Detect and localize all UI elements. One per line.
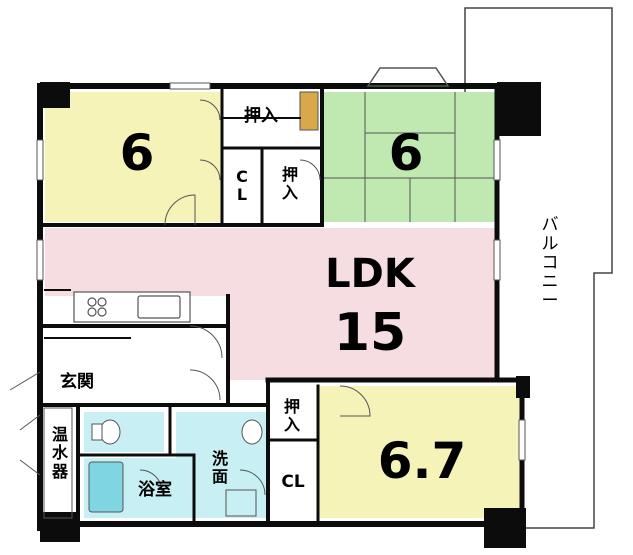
western-room-nw-size: 6 — [119, 124, 155, 182]
windows — [36, 82, 526, 461]
kitchen-counter — [73, 291, 191, 323]
western-room-se-size: 6.7 — [377, 432, 467, 490]
western-room-nw-fill — [45, 92, 221, 222]
ldk-name: LDK — [325, 251, 415, 297]
ldk-fill — [45, 228, 497, 296]
door-swings — [9, 99, 371, 496]
western-room-se-fill — [318, 386, 522, 518]
pillars — [40, 82, 541, 548]
fixtures — [43, 407, 263, 519]
balcony-label: バルコニー — [541, 215, 559, 312]
oshiire-mid: 押入 — [281, 165, 298, 203]
ldk-fill-lower — [228, 296, 497, 380]
bay-window — [366, 67, 450, 87]
tokonoma-shelf — [299, 91, 319, 131]
closet-top: CL — [236, 167, 248, 205]
closet-bottom: CL — [281, 472, 305, 492]
japanese-room-size: 6 — [388, 124, 424, 182]
onsuiki-label: 温水器 — [51, 425, 68, 481]
ldk-size: 15 — [333, 303, 407, 363]
senmen-label: 洗面 — [211, 449, 228, 487]
genkan-label: 玄関 — [60, 372, 94, 392]
oshiire-bottom: 押入 — [283, 397, 300, 435]
yokushitsu-label: 浴室 — [138, 480, 172, 500]
tatami-grid — [322, 92, 497, 222]
bathtub — [88, 461, 124, 513]
oshiire-top: 押入 — [244, 106, 278, 126]
